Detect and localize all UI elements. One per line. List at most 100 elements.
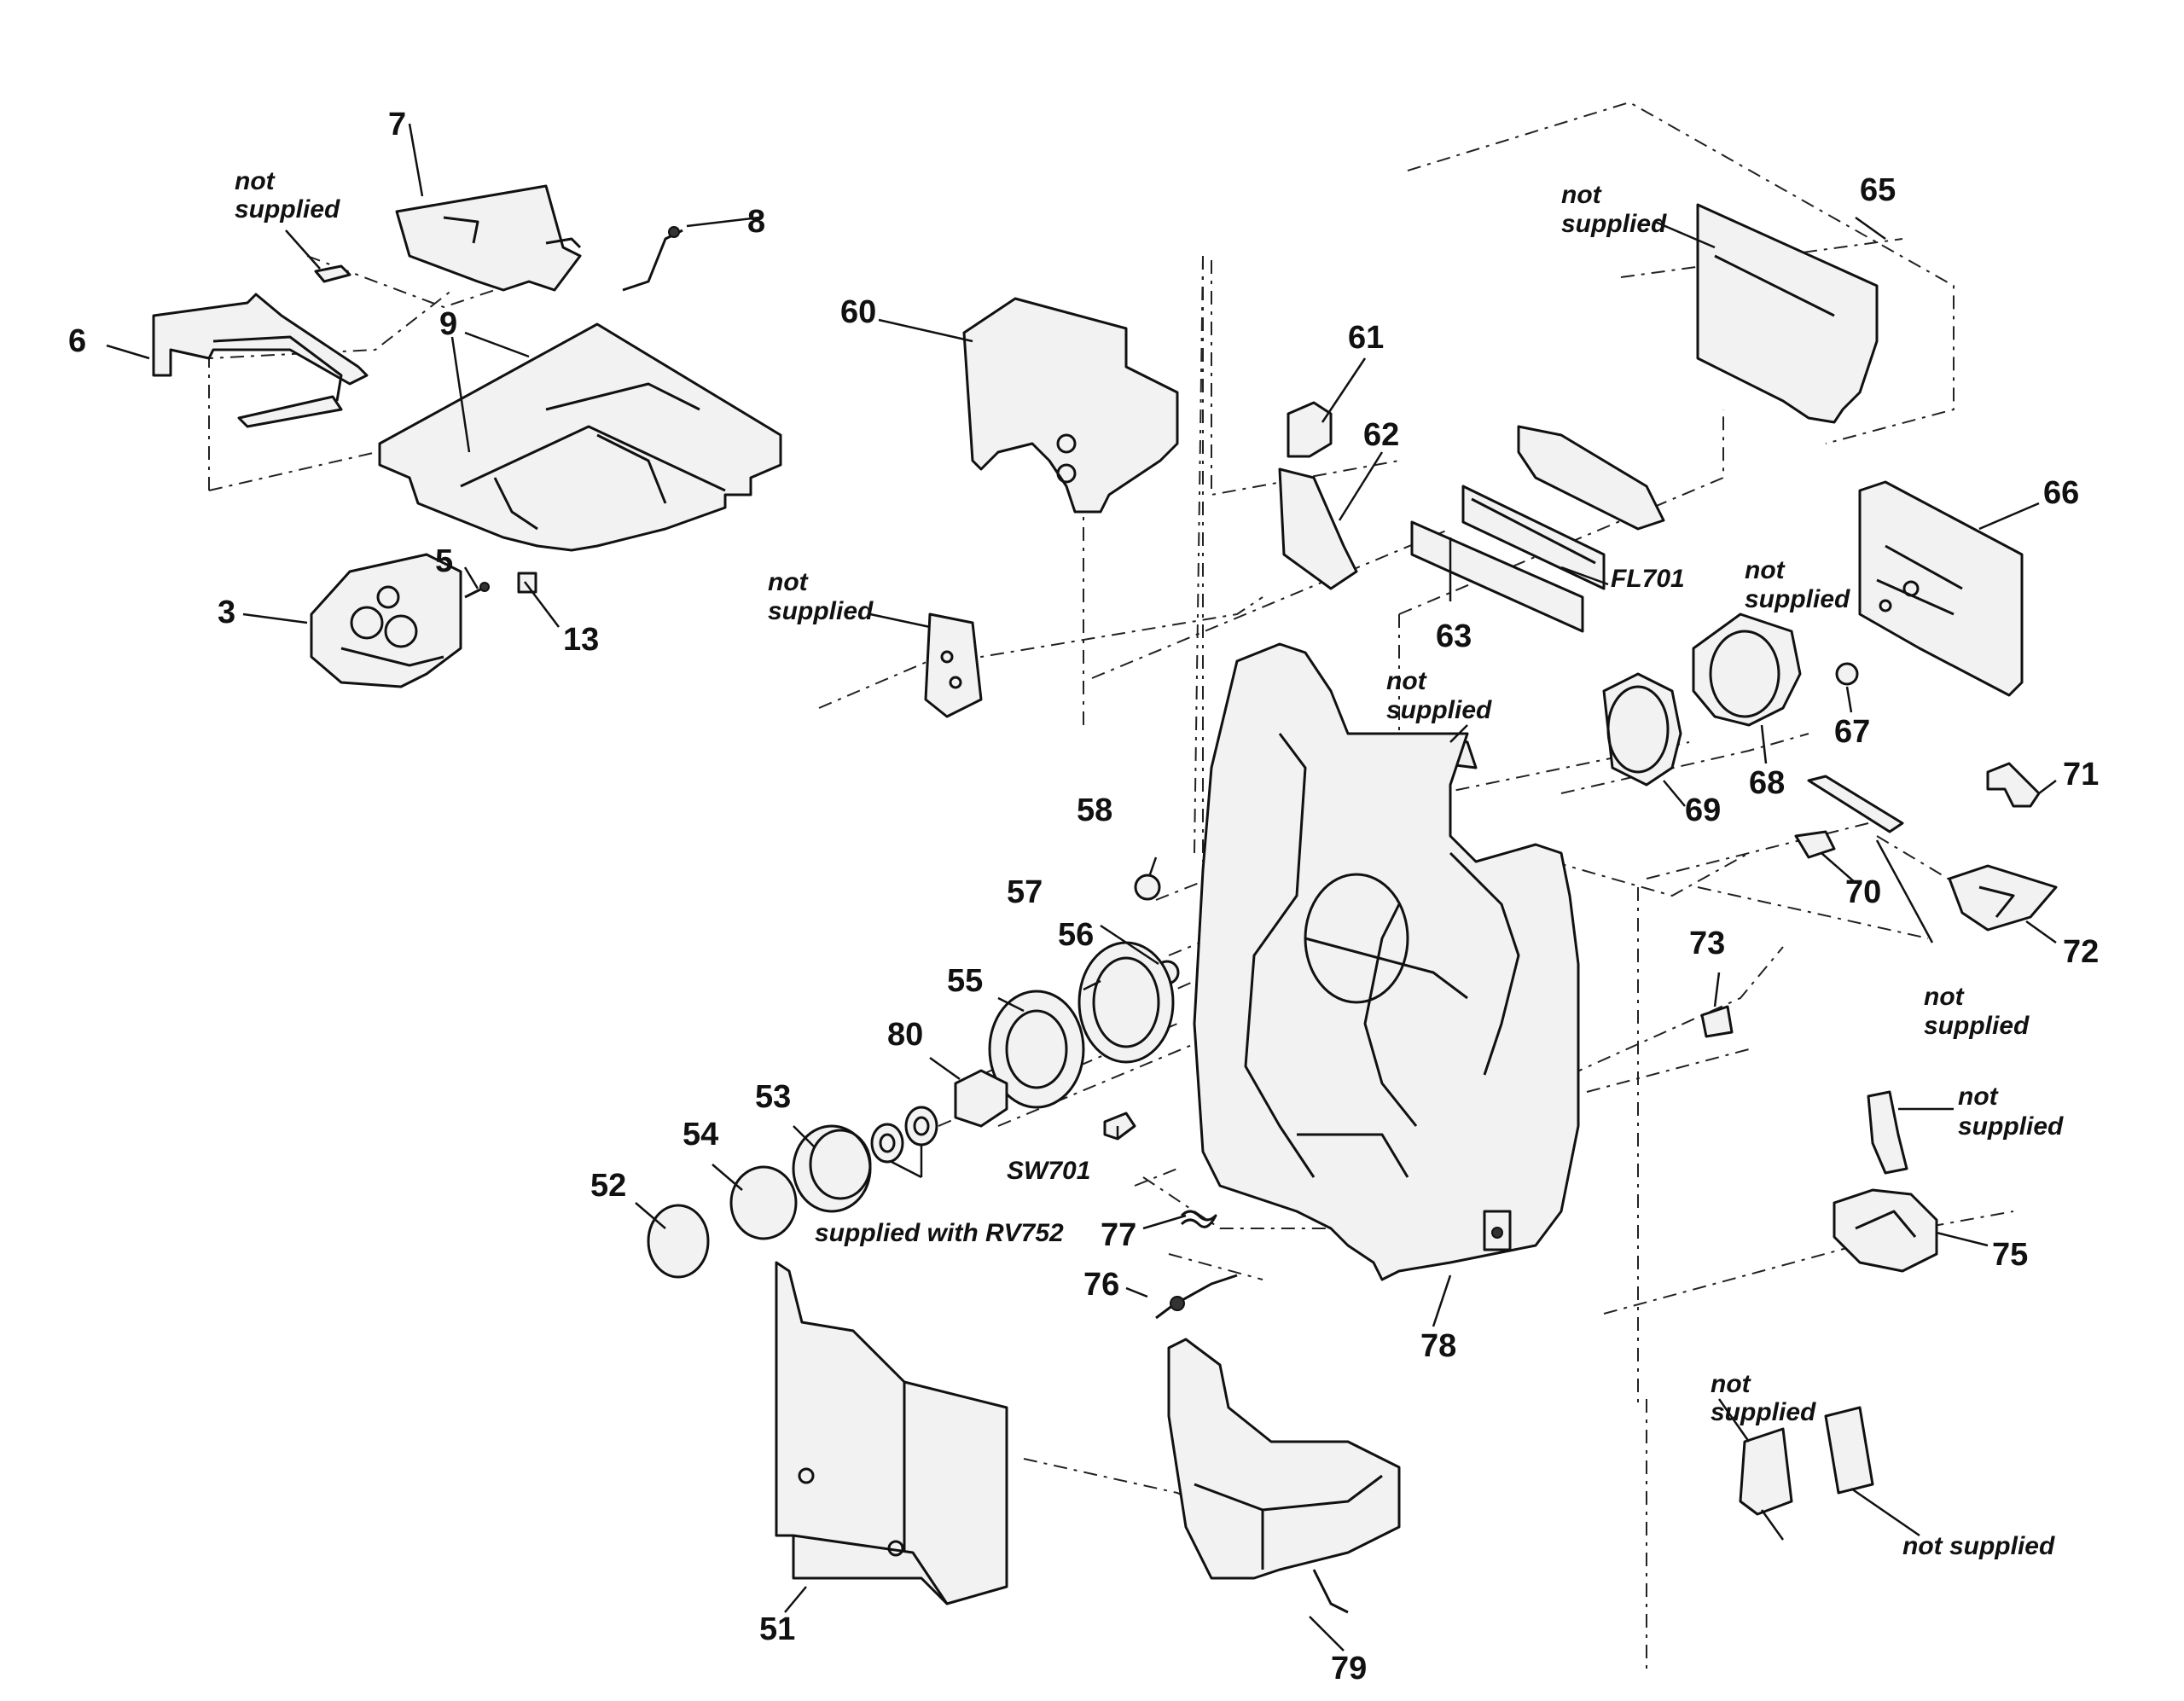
note-supplied-4: supplied bbox=[1386, 696, 1492, 724]
part-76-spring bbox=[1155, 1274, 1238, 1320]
part-70 bbox=[1794, 830, 1836, 859]
leader-lines bbox=[106, 123, 2057, 1652]
unsupplied-board-midleft bbox=[924, 612, 983, 718]
part-75 bbox=[1833, 1188, 1938, 1273]
part-72 bbox=[1948, 864, 2058, 932]
unsupplied-board-bottom-a bbox=[1739, 1427, 1793, 1516]
label-part-55: 55 bbox=[947, 963, 983, 999]
label-part-51: 51 bbox=[759, 1611, 795, 1647]
part-80 bbox=[954, 1069, 1008, 1128]
note-not-3: not bbox=[768, 568, 810, 596]
part-7-cover bbox=[395, 184, 582, 292]
label-part-58: 58 bbox=[1077, 792, 1112, 828]
label-part-76: 76 bbox=[1083, 1267, 1119, 1303]
label-part-9: 9 bbox=[439, 306, 457, 342]
sw701-switch bbox=[1103, 1112, 1136, 1141]
part-54-ring bbox=[729, 1165, 798, 1240]
label-part-3: 3 bbox=[218, 595, 235, 630]
display-holder bbox=[1517, 425, 1665, 531]
label-part-61: 61 bbox=[1348, 320, 1384, 356]
note-supplied-8: supplied bbox=[1711, 1398, 1816, 1426]
label-part-53: 53 bbox=[755, 1079, 791, 1115]
note-supplied-1: supplied bbox=[235, 195, 340, 224]
part-6-bracket bbox=[152, 293, 369, 428]
note-not-1: not bbox=[235, 167, 276, 195]
note-supplied-6: supplied bbox=[1924, 1012, 2030, 1040]
deck-group bbox=[152, 184, 782, 688]
label-part-66: 66 bbox=[2043, 475, 2079, 511]
note-supplied-3: supplied bbox=[768, 597, 874, 625]
unsupplied-clip-topleft bbox=[314, 264, 351, 283]
label-fl701: FL701 bbox=[1611, 565, 1685, 593]
note-not-6: not bbox=[1924, 983, 1966, 1011]
unsupplied-bracket-right bbox=[1867, 1090, 1908, 1175]
part-labels: 7 8 6 9 5 3 13 60 61 62 63 FL701 65 66 6… bbox=[68, 107, 2099, 1686]
label-part-65: 65 bbox=[1860, 172, 1896, 208]
part-79-bottom-cover bbox=[1167, 1338, 1401, 1580]
label-part-54: 54 bbox=[682, 1117, 718, 1152]
unsupplied-board-bottom-b bbox=[1824, 1406, 1874, 1495]
label-part-5: 5 bbox=[435, 543, 453, 579]
part-52-knob-cap bbox=[647, 1204, 710, 1279]
part-13-block bbox=[517, 572, 537, 594]
label-part-8: 8 bbox=[747, 204, 765, 240]
part-8-lever bbox=[622, 229, 683, 292]
part-9-chassis bbox=[378, 322, 782, 552]
label-part-62: 62 bbox=[1363, 417, 1399, 453]
washer-b bbox=[870, 1123, 904, 1164]
part-61 bbox=[1287, 401, 1333, 458]
label-part-78: 78 bbox=[1420, 1328, 1456, 1364]
part-71 bbox=[1986, 762, 2041, 808]
note-not-8: not bbox=[1711, 1370, 1752, 1398]
label-part-63: 63 bbox=[1436, 618, 1472, 654]
label-part-80: 80 bbox=[887, 1017, 923, 1053]
note-supplied-5: supplied bbox=[1745, 585, 1850, 613]
label-part-60: 60 bbox=[840, 294, 876, 330]
label-part-79: 79 bbox=[1331, 1651, 1367, 1686]
note-supplied-7: supplied bbox=[1958, 1112, 2064, 1141]
part-65-pcb bbox=[1696, 203, 1879, 424]
label-part-52: 52 bbox=[590, 1168, 626, 1204]
part-60-top-cover bbox=[962, 297, 1179, 514]
label-part-71: 71 bbox=[2063, 757, 2099, 792]
upper-parts bbox=[924, 203, 2058, 1038]
part-77-spring bbox=[1180, 1210, 1217, 1228]
label-part-67: 67 bbox=[1834, 714, 1870, 750]
lower-covers bbox=[775, 1090, 1938, 1614]
note-supplied-2: supplied bbox=[1561, 210, 1667, 238]
label-supplied-with-rv752: supplied with RV752 bbox=[815, 1219, 1064, 1247]
note-not-5: not bbox=[1745, 556, 1786, 584]
label-part-7: 7 bbox=[388, 107, 406, 142]
part-66-pcb bbox=[1858, 480, 2024, 697]
knob-assembly bbox=[647, 874, 1238, 1320]
label-sw701: SW701 bbox=[1007, 1157, 1090, 1185]
part-63-lens bbox=[1410, 520, 1584, 633]
part-55-ring bbox=[988, 990, 1085, 1109]
part-78-front-panel bbox=[1193, 642, 1580, 1281]
label-part-75: 75 bbox=[1992, 1237, 2028, 1273]
part-58 bbox=[1134, 874, 1161, 901]
label-part-68: 68 bbox=[1749, 765, 1785, 801]
note-not-4: not bbox=[1386, 667, 1428, 695]
label-part-72: 72 bbox=[2063, 934, 2099, 970]
part-67-nut bbox=[1835, 662, 1859, 686]
note-not-7: not bbox=[1958, 1083, 2000, 1111]
unsupplied-strip bbox=[1807, 775, 1904, 833]
part-73 bbox=[1700, 1005, 1734, 1038]
washer-a bbox=[904, 1106, 938, 1147]
label-part-70: 70 bbox=[1845, 874, 1881, 910]
label-part-56: 56 bbox=[1058, 917, 1094, 953]
label-part-13: 13 bbox=[563, 622, 599, 658]
note-not-2: not bbox=[1561, 181, 1603, 209]
label-part-77: 77 bbox=[1101, 1217, 1136, 1253]
part-3-mechanism bbox=[310, 553, 462, 688]
not-supplied-notes: not supplied not supplied not supplied n… bbox=[235, 167, 2064, 1560]
label-part-69: 69 bbox=[1685, 792, 1721, 828]
part-62 bbox=[1278, 467, 1358, 590]
note-not-supplied-bottom: not supplied bbox=[1902, 1532, 2055, 1560]
label-part-6: 6 bbox=[68, 323, 86, 359]
part-5-screw bbox=[464, 587, 483, 599]
label-part-73: 73 bbox=[1689, 926, 1725, 961]
front-panel-group bbox=[1193, 642, 1580, 1281]
